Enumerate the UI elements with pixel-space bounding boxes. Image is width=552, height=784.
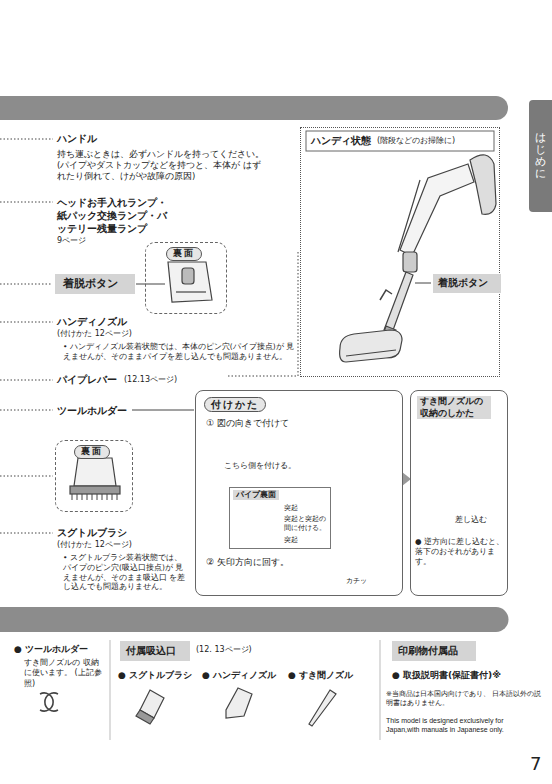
panel-box: 裏面 bbox=[55, 440, 133, 512]
brush-inset bbox=[70, 458, 120, 494]
label-text: This model is designed exclusively for J… bbox=[386, 716, 532, 734]
release-button-inset bbox=[168, 262, 212, 302]
label-text: カチッ bbox=[346, 577, 367, 586]
label-text: 持ち運ぶときは、必ずハンドルを持ってください。 (パイプやダストカップなどを持つ… bbox=[57, 149, 269, 182]
label-text: ● ツールホルダー bbox=[14, 644, 88, 656]
label-text: 付属吸込口 bbox=[126, 644, 176, 657]
divider bbox=[380, 640, 381, 740]
brush-bristles bbox=[72, 494, 117, 500]
label-text: 差し込む bbox=[455, 515, 487, 525]
label-text: スグトルブラシ bbox=[57, 526, 127, 539]
label-text: (付けかた 12ページ) bbox=[57, 540, 132, 550]
label-text: (12.13ページ) bbox=[124, 375, 177, 385]
label-text: • ハンディノズル装着状態では、本体のピン穴(パイプ接点)が 見えませんが、その… bbox=[63, 342, 297, 362]
label-text: ハンドル bbox=[57, 132, 97, 145]
heading-frame bbox=[306, 131, 494, 151]
label-box: 着脱ボタン bbox=[433, 274, 501, 293]
crevice-nozzle-icon bbox=[309, 690, 336, 726]
divider bbox=[110, 640, 111, 740]
label-text: パイプ裏面 bbox=[233, 490, 279, 500]
label-text: 着脱ボタン bbox=[63, 277, 118, 291]
label-text: (12. 13ページ) bbox=[196, 645, 252, 655]
label-text: ※当商品は日本国内向けであり、 日本語以外の説明書はありません。 bbox=[386, 690, 542, 708]
label-text: ハンディノズル bbox=[57, 315, 127, 328]
brush-icon bbox=[136, 690, 164, 724]
label-text: 9ページ bbox=[57, 236, 86, 246]
label-text: ● 逆方向に差し込むと、落下のおそれがあります。 bbox=[415, 537, 505, 566]
label-text: はじめに bbox=[535, 132, 546, 180]
label-text: 突起 bbox=[284, 536, 298, 545]
label-text: ● ハンディノズル bbox=[202, 670, 276, 682]
label-text: (付けかた 12ページ) bbox=[57, 329, 132, 339]
label-box: 付属吸込口 bbox=[120, 641, 190, 661]
handy-nozzle-icon bbox=[226, 688, 252, 718]
label-text: ツールホルダー bbox=[57, 404, 127, 417]
leader-line bbox=[136, 284, 165, 285]
label-text: ヘッドお手入れランプ・紙パック交換ランプ・バッテリー残量ランプ bbox=[57, 196, 173, 235]
label-text: • スグトルブラシ装着状態では、 パイプのピン穴(吸込口接点)が 見えませんが、… bbox=[63, 553, 191, 592]
label-text: すき間ノズルの収納のしかた bbox=[417, 396, 491, 419]
label-text: ● 取扱説明書(保証書付)※ bbox=[392, 670, 501, 682]
section-band bbox=[0, 96, 508, 120]
panel-box: パイプ裏面突起突起と突起の間に付ける。突起 bbox=[229, 487, 331, 549]
label-text: すき間ノズルの 収納に使います。 (上記参照) bbox=[24, 658, 104, 689]
label-text: 裏面 bbox=[166, 247, 202, 261]
label-text: ● すき間ノズル bbox=[288, 670, 353, 682]
label-box: 印刷物付属品 bbox=[392, 641, 476, 661]
panel-box: すき間ノズルの収納のしかた差し込む ● 逆方向に差し込むと、落下のおそれがあります… bbox=[410, 390, 508, 596]
leader-line bbox=[132, 410, 194, 411]
label-text: 7 bbox=[530, 752, 541, 775]
label-text: 裏面 bbox=[74, 445, 110, 459]
panel-box: 付けかた ① 図の向きで付けてこちら側を付ける。 ② 矢印方向に回す。カチッ パイプ裏… bbox=[195, 390, 403, 596]
label-text: パイプレバー bbox=[57, 373, 117, 386]
panel-box: ハンディ状態 (階段などのお掃除に) 着脱ボタン bbox=[300, 127, 500, 377]
label-text: (階段などのお掃除に) bbox=[377, 136, 455, 146]
label-box: 着脱ボタン bbox=[55, 274, 135, 294]
tool-holder-icon bbox=[40, 693, 58, 711]
label-text: ● スグトルブラシ bbox=[118, 670, 192, 682]
leader-line bbox=[415, 283, 431, 284]
label-text: 突起 bbox=[284, 504, 298, 513]
label-text: 付けかた bbox=[204, 397, 266, 412]
vacuum-handy bbox=[340, 155, 496, 362]
panel-box: 裏面 bbox=[145, 242, 227, 314]
label-text: ハンディ状態 bbox=[311, 134, 371, 147]
label-text: 突起と突起の間に付ける。 bbox=[284, 515, 328, 533]
section-tab: はじめに bbox=[529, 100, 552, 212]
label-text: ② 矢印方向に回す。 bbox=[206, 557, 289, 569]
section-band bbox=[0, 607, 509, 632]
label-text: 印刷物付属品 bbox=[398, 644, 458, 657]
label-text: 着脱ボタン bbox=[438, 276, 488, 289]
label-text: ① 図の向きで付けて bbox=[206, 418, 316, 430]
label-text: こちら側を付ける。 bbox=[224, 461, 300, 471]
